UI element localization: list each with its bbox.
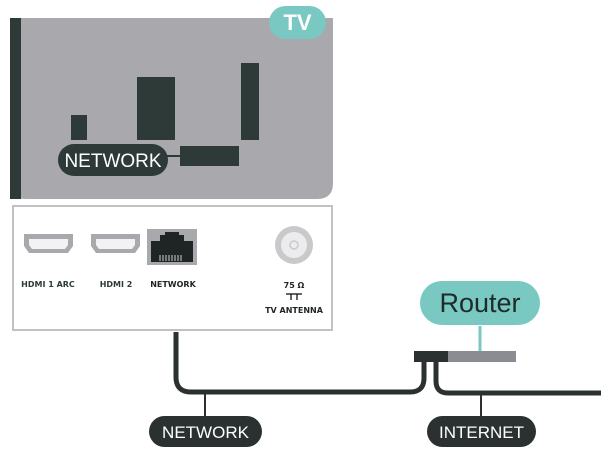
cable-network-pill (149, 416, 262, 447)
tv-small-block (71, 115, 87, 140)
hdmi2-connector-inner (96, 239, 135, 249)
tv-badge-label: TV (283, 10, 311, 35)
antenna-center-pin (289, 240, 299, 250)
hdmi1-arc-port: HDMI 1 ARC (21, 234, 75, 289)
tv-screen: NETWORK (10, 18, 333, 199)
cable-internet-pill (427, 416, 536, 447)
antenna-impedance-label: 75 Ω (284, 281, 305, 290)
hdmi2-port: HDMI 2 (91, 234, 140, 289)
tv-left-edge (10, 18, 21, 199)
network-port: NETWORK (147, 229, 197, 289)
cable-network-tag: NETWORK (149, 394, 262, 447)
cable-internet-label: INTERNET (439, 423, 524, 442)
antenna-port: 75 Ω TV ANTENNA (265, 226, 324, 315)
tv-badge: TV (269, 6, 326, 39)
router-pill (420, 281, 540, 325)
cables (173, 332, 601, 396)
tv-tall-block (241, 63, 259, 140)
connector-panel: HDMI 1 ARC HDMI 2 NETWORK (12, 205, 333, 331)
antenna-label: TV ANTENNA (265, 306, 324, 315)
hdmi1-connector-inner (29, 239, 68, 249)
tv-network-port (180, 146, 239, 166)
hdmi1-arc-label: HDMI 1 ARC (21, 280, 75, 289)
antenna-symbol-icon (286, 293, 302, 300)
network-port-label: NETWORK (150, 280, 196, 289)
router: Router (414, 281, 540, 362)
cable-internet-tag: INTERNET (427, 395, 536, 447)
tv-badge-pill (269, 6, 326, 39)
connector-panel-frame (12, 205, 333, 331)
router-port-end (414, 351, 448, 362)
rj45-port-opening (151, 232, 193, 262)
router-body (448, 351, 516, 362)
rj45-pins (159, 255, 182, 261)
antenna-inner-disc (281, 232, 307, 258)
tv-network-label: NETWORK (64, 151, 161, 172)
router-label: Router (439, 288, 520, 318)
tv-network-pill (58, 144, 168, 176)
network-cable (173, 332, 427, 395)
cable-network-label: NETWORK (162, 423, 250, 442)
tv-medium-block (137, 77, 175, 140)
internet-cable (433, 360, 601, 396)
hdmi2-label: HDMI 2 (100, 280, 133, 289)
